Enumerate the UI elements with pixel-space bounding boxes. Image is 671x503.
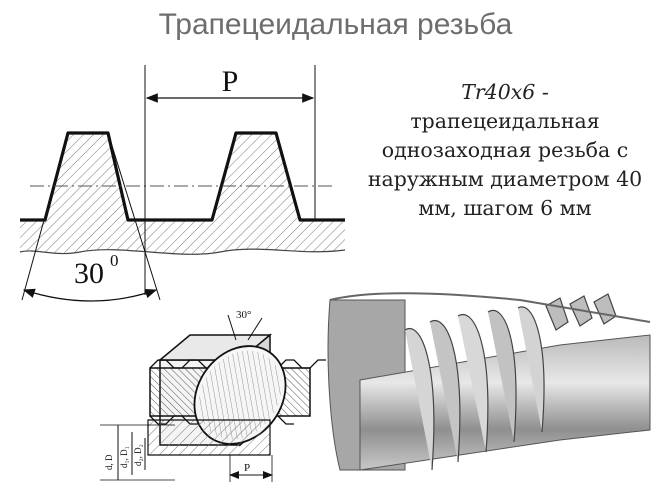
section-angle-label: 30° — [236, 309, 251, 321]
label-d-D: d, D — [104, 454, 114, 470]
description-line-4: мм, шагом 6 мм — [418, 196, 592, 220]
isometric-section-drawing: 30° d, D d₁, D₁ d₂, D₂ P — [100, 309, 326, 482]
thread-description: Tr40x6 - трапецеидальная однозаходная ре… — [350, 78, 660, 223]
lower-block — [147, 419, 271, 456]
section-angle-line-1 — [227, 314, 237, 341]
section-cut-hatch — [198, 350, 282, 440]
angle-line-right — [107, 132, 161, 301]
description-line-3: наружным диаметром 40 — [367, 167, 643, 191]
section-pitch-label: P — [244, 462, 250, 474]
angle-line-left — [21, 132, 69, 301]
nut-top-edge — [329, 292, 651, 323]
angle-arc — [22, 288, 158, 302]
pitch-label: P — [222, 65, 239, 98]
label-d1-D1: d₁, D₁ — [119, 446, 129, 468]
description-line-2: однозаходная резьба с — [381, 138, 629, 162]
break-line — [19, 248, 346, 255]
thread-designation: Tr40x6 - — [461, 80, 549, 104]
screw-photo — [327, 292, 651, 471]
angle-value: 30 — [74, 257, 104, 290]
label-d2-D2: d₂, D₂ — [133, 444, 143, 466]
section-angle-line-2 — [247, 317, 263, 341]
description-line-1: трапецеидальная — [410, 109, 600, 133]
page-title: Трапецеидальная резьба — [158, 8, 513, 41]
thread-profile-body — [20, 133, 345, 255]
angle-unit: 0 — [110, 251, 119, 270]
